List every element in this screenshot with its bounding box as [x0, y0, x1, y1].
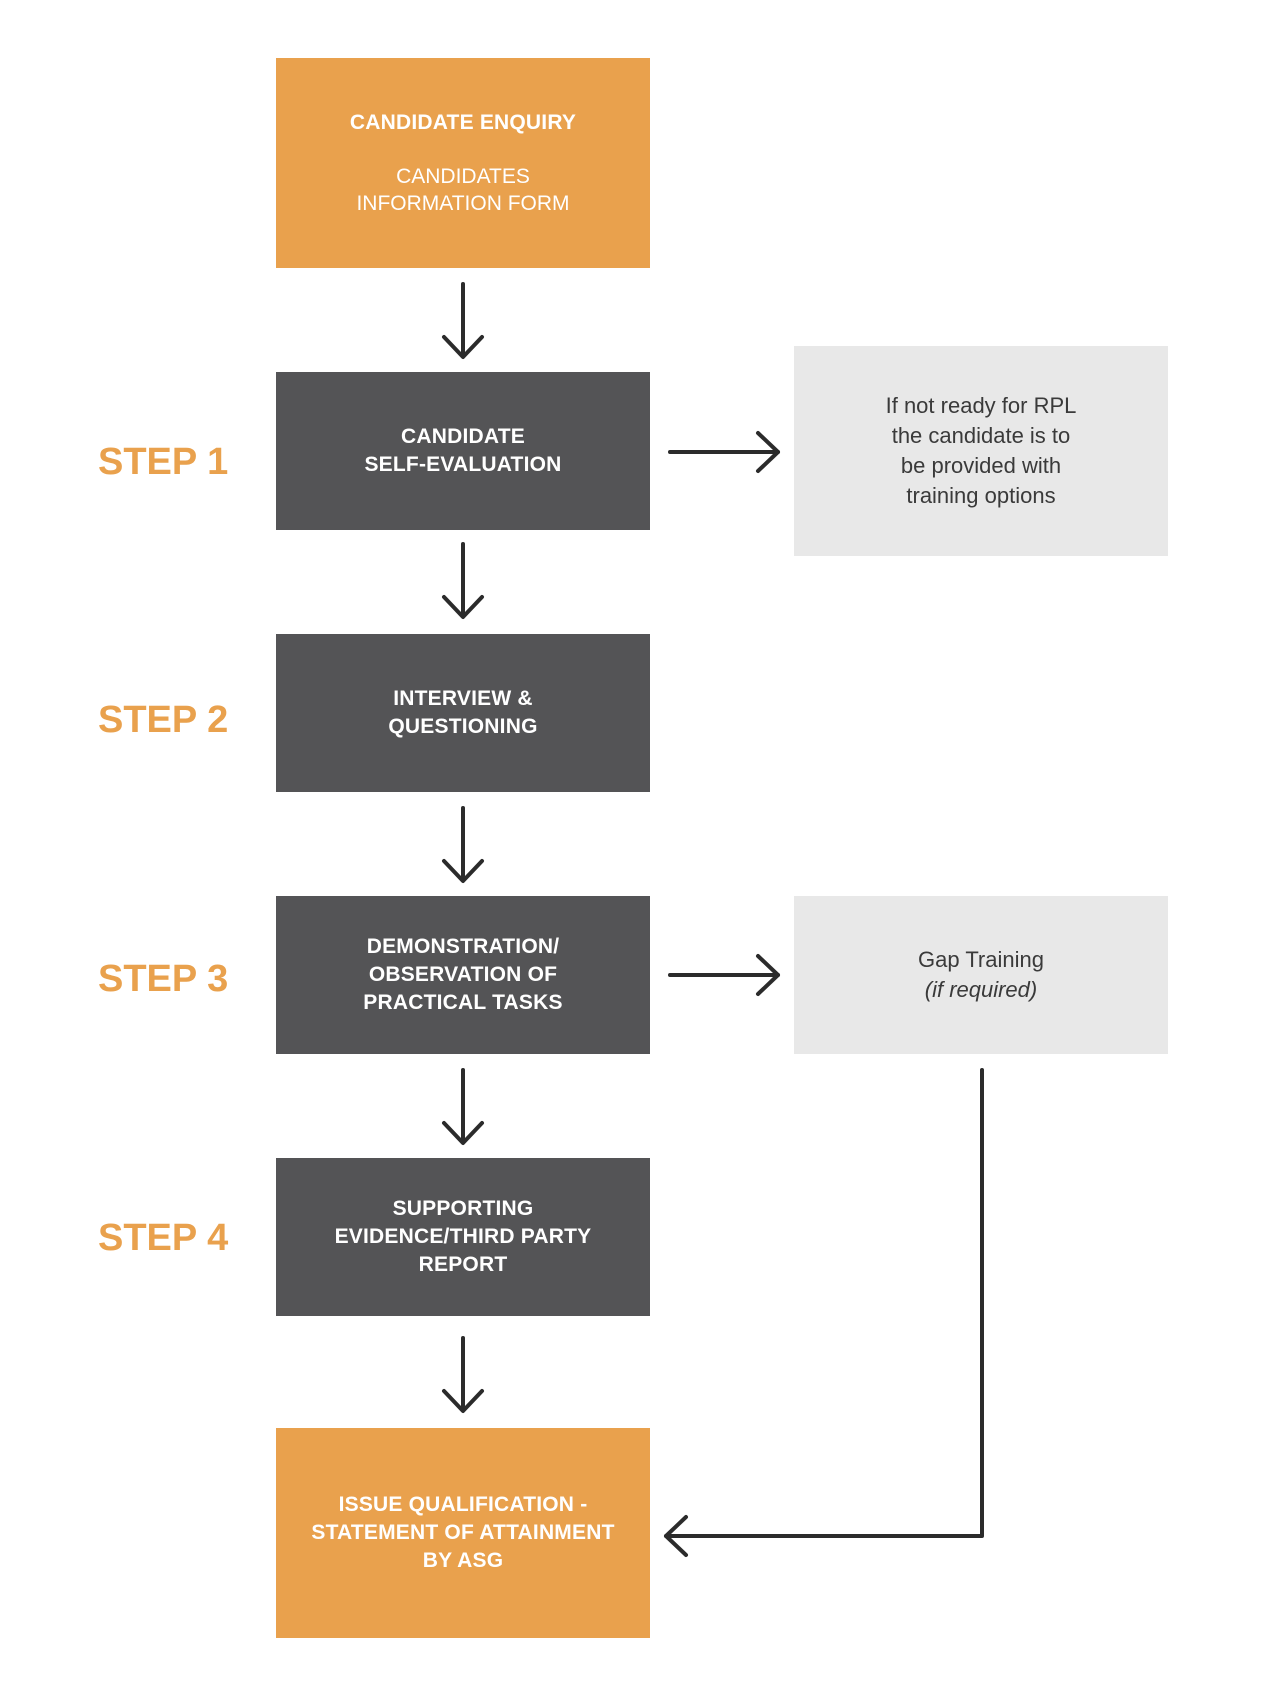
arrow-gap-training-to-issue — [664, 1068, 984, 1557]
arrow-step4-to-issue — [442, 1336, 484, 1413]
gap-training-condition-text: if required — [932, 977, 1030, 1002]
self-evaluation-box: CANDIDATE SELF-EVALUATION — [276, 372, 650, 530]
step-4-label: STEP 4 — [98, 1217, 229, 1259]
arrow-step1-to-not-ready — [668, 431, 780, 473]
gap-training-box: Gap Training (if required) — [794, 896, 1168, 1054]
issue-qualification-box: ISSUE QUALIFICATION - STATEMENT OF ATTAI… — [276, 1428, 650, 1638]
supporting-evidence-title: SUPPORTING EVIDENCE/THIRD PARTY REPORT — [334, 1197, 592, 1276]
arrow-step2-to-step3 — [442, 806, 484, 883]
not-ready-note-box: If not ready for RPL the candidate is to… — [794, 346, 1168, 556]
arrow-step1-to-step2 — [442, 542, 484, 619]
demonstration-title: DEMONSTRATION/ OBSERVATION OF PRACTICAL … — [363, 935, 563, 1014]
gap-training-text: Gap Training — [918, 947, 1044, 972]
interview-box: INTERVIEW & QUESTIONING — [276, 634, 650, 792]
demonstration-box: DEMONSTRATION/ OBSERVATION OF PRACTICAL … — [276, 896, 650, 1054]
arrow-enquiry-to-step1 — [442, 282, 484, 359]
not-ready-note-text: If not ready for RPL the candidate is to… — [885, 393, 1077, 508]
arrow-step3-to-gap-training — [668, 954, 780, 996]
arrow-step3-to-step4 — [442, 1068, 484, 1145]
step-1-label: STEP 1 — [98, 441, 229, 483]
supporting-evidence-box: SUPPORTING EVIDENCE/THIRD PARTY REPORT — [276, 1158, 650, 1316]
candidates-information-form-text: CANDIDATES INFORMATION FORM — [356, 165, 570, 215]
candidate-enquiry-box: CANDIDATE ENQUIRY CANDIDATES INFORMATION… — [276, 58, 650, 268]
step-3-label: STEP 3 — [98, 958, 229, 1000]
candidate-enquiry-title: CANDIDATE ENQUIRY — [349, 111, 577, 134]
step-2-label: STEP 2 — [98, 699, 229, 741]
self-evaluation-title: CANDIDATE SELF-EVALUATION — [364, 425, 562, 476]
issue-qualification-title: ISSUE QUALIFICATION - STATEMENT OF ATTAI… — [311, 1493, 615, 1572]
interview-title: INTERVIEW & QUESTIONING — [388, 687, 538, 738]
gap-training-condition: (if required) — [924, 977, 1038, 1002]
